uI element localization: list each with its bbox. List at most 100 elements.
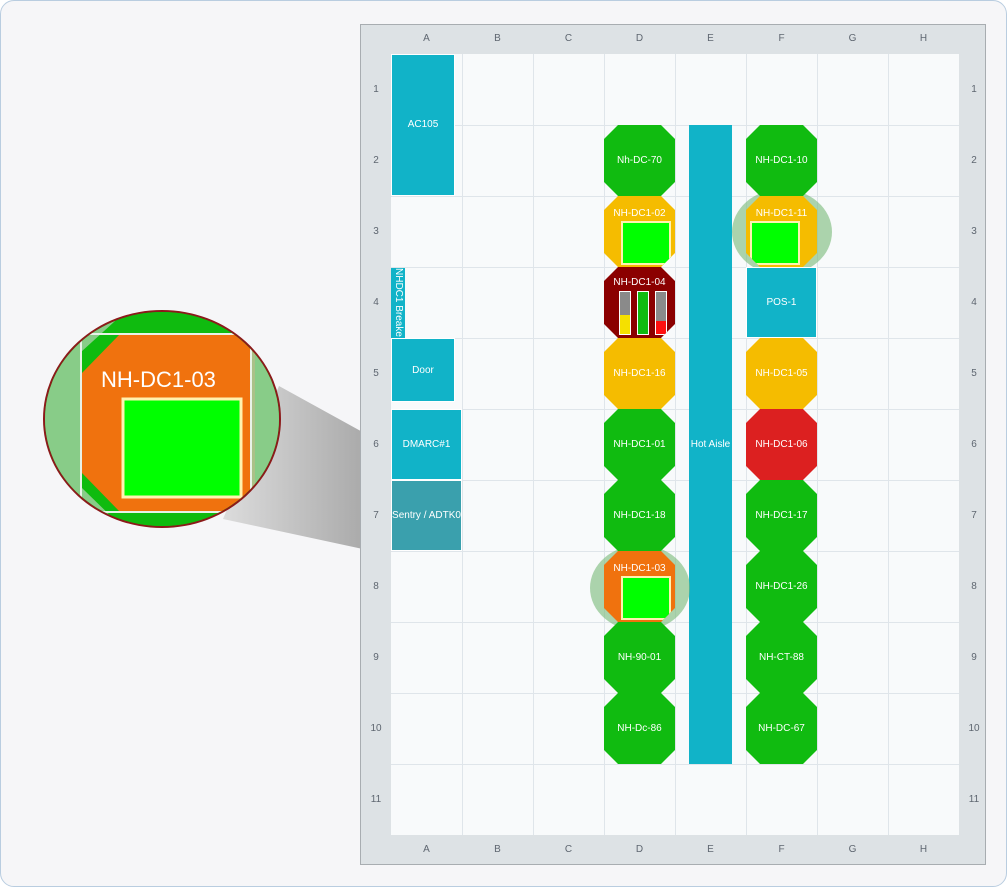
rack-f2-label: NH-DC1-10 (755, 155, 808, 166)
rack-d4-bar-2 (637, 291, 649, 335)
rack-f6[interactable]: NH-DC1-06 (746, 409, 817, 480)
column-header-bottom-a: A (423, 844, 430, 855)
dmarc-block[interactable]: DMARC#1 (391, 409, 462, 480)
grid-hline (391, 693, 959, 694)
magnifier-label: NH-DC1-03 (101, 367, 216, 392)
column-header-top-b: B (494, 33, 501, 44)
row-header-right-1: 1 (971, 84, 977, 95)
rack-d4-bar-fill-3 (656, 321, 666, 334)
rack-d3-label: NH-DC1-02 (613, 208, 666, 219)
grid-hline (391, 622, 959, 623)
row-header-right-10: 10 (968, 723, 980, 734)
column-header-top-g: G (848, 33, 857, 44)
row-header-left-4: 4 (373, 297, 379, 308)
rack-d4-bar-3 (655, 291, 667, 335)
grid-vline (462, 54, 463, 835)
grid-vline (888, 54, 889, 835)
sentry-block[interactable]: Sentry / ADTK0 (391, 480, 462, 551)
door-block[interactable]: Door (391, 338, 455, 402)
rack-f7[interactable]: NH-DC1-17 (746, 480, 817, 551)
row-header-right-8: 8 (971, 581, 977, 592)
rack-f3-label: NH-DC1-11 (755, 208, 808, 219)
pos1-block[interactable]: POS-1 (746, 267, 817, 338)
rack-d9-label: NH-90-01 (617, 652, 662, 663)
column-header-top-c: C (564, 33, 573, 44)
row-header-right-2: 2 (971, 155, 977, 166)
rack-d5-label: NH-DC1-16 (613, 368, 666, 379)
grid-hline (391, 764, 959, 765)
rack-d10[interactable]: NH-Dc-86 (604, 693, 675, 764)
rack-d4-label: NH-DC1-04 (613, 277, 666, 288)
pos1-label: POS-1 (766, 297, 797, 308)
rack-f5-label: NH-DC1-05 (755, 368, 808, 379)
row-header-left-3: 3 (373, 226, 379, 237)
magnifier-view (45, 312, 279, 526)
row-header-right-6: 6 (971, 439, 977, 450)
column-header-bottom-g: G (848, 844, 857, 855)
column-header-bottom-h: H (919, 844, 928, 855)
row-header-left-6: 6 (373, 439, 379, 450)
rack-f8-label: NH-DC1-26 (755, 581, 808, 592)
rack-d7[interactable]: NH-DC1-18 (604, 480, 675, 551)
row-header-left-11: 11 (370, 794, 382, 805)
column-header-bottom-f: F (778, 844, 785, 855)
column-header-top-e: E (707, 33, 714, 44)
rack-d2[interactable]: Nh-DC-70 (604, 125, 675, 196)
rack-f2[interactable]: NH-DC1-10 (746, 125, 817, 196)
rack-d8[interactable]: NH-DC1-03 (604, 551, 675, 622)
rack-f10-label: NH-DC-67 (758, 723, 805, 734)
rack-d5[interactable]: NH-DC1-16 (604, 338, 675, 409)
column-header-top-h: H (919, 33, 928, 44)
row-header-right-9: 9 (971, 652, 977, 663)
row-header-left-5: 5 (373, 368, 379, 379)
rack-d4-bar-fill-1 (620, 315, 630, 334)
rack-d7-label: NH-DC1-18 (613, 510, 666, 521)
row-header-left-8: 8 (373, 581, 379, 592)
dmarc-label: DMARC#1 (402, 439, 451, 450)
rack-d8-capacity (621, 576, 671, 620)
grid-vline (533, 54, 534, 835)
rack-d6[interactable]: NH-DC1-01 (604, 409, 675, 480)
rack-f5[interactable]: NH-DC1-05 (746, 338, 817, 409)
row-header-left-10: 10 (370, 723, 382, 734)
column-header-top-f: F (778, 33, 785, 44)
door-label: Door (412, 364, 434, 376)
grid-hline (391, 338, 959, 339)
grid-hline (391, 409, 959, 410)
magnifier-lens: NH-DC1-03 (43, 310, 281, 528)
floor-grid (391, 54, 959, 835)
row-header-right-11: 11 (968, 794, 980, 805)
grid-hline (391, 267, 959, 268)
grid-vline (817, 54, 818, 835)
ac105-unit[interactable]: AC105 (391, 54, 455, 196)
column-header-bottom-d: D (635, 844, 644, 855)
rack-d2-label: Nh-DC-70 (616, 155, 662, 166)
rack-d4-bar-fill-2 (638, 292, 648, 334)
row-header-left-9: 9 (373, 652, 379, 663)
rack-d3-capacity (621, 221, 671, 265)
rack-d8-label: NH-DC1-03 (613, 563, 666, 574)
rack-d4-bar-1 (619, 291, 631, 335)
breaker-label: NHDC1 Breake (393, 268, 404, 337)
rack-d10-label: NH-Dc-86 (617, 723, 662, 734)
column-header-top-a: A (423, 33, 430, 44)
row-header-right-7: 7 (971, 510, 977, 521)
breaker-panel[interactable]: NHDC1 Breake (391, 268, 405, 338)
grid-hline (391, 196, 959, 197)
column-header-top-d: D (635, 33, 644, 44)
rack-d3[interactable]: NH-DC1-02 (604, 196, 675, 267)
rack-f3[interactable]: NH-DC1-11 (746, 196, 817, 267)
row-header-right-5: 5 (971, 368, 977, 379)
rack-f10[interactable]: NH-DC-67 (746, 693, 817, 764)
sentry-label: Sentry / ADTK0 (392, 510, 461, 521)
hot-aisle[interactable]: Hot Aisle (689, 125, 732, 764)
row-header-left-2: 2 (373, 155, 379, 166)
row-header-right-3: 3 (971, 226, 977, 237)
rack-f9[interactable]: NH-CT-88 (746, 622, 817, 693)
grid-hline (391, 551, 959, 552)
rack-d4[interactable]: NH-DC1-04 (604, 267, 675, 338)
column-header-bottom-e: E (707, 844, 714, 855)
rack-f8[interactable]: NH-DC1-26 (746, 551, 817, 622)
rack-d9[interactable]: NH-90-01 (604, 622, 675, 693)
